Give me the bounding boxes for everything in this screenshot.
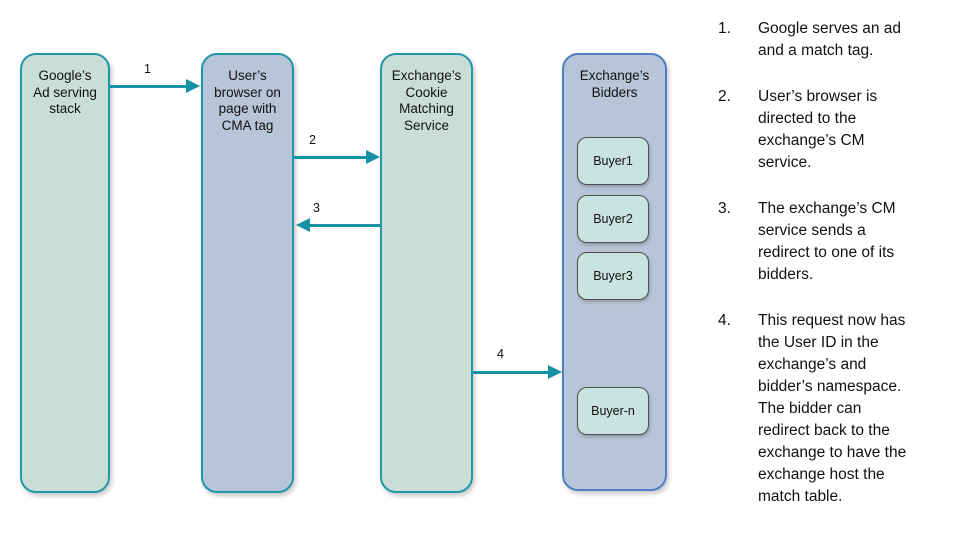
list-item: 4. This request now has the User ID in t…	[718, 310, 956, 508]
node-label: Exchange’s Cookie Matching Service	[391, 68, 462, 133]
step-number: 2.	[718, 88, 731, 105]
arrow-step-3	[296, 218, 380, 232]
buyer-node-n: Buyer-n	[577, 387, 649, 435]
arrow-label-1: 1	[144, 62, 151, 76]
arrow-step-1	[110, 79, 200, 93]
step-text: This request now has the User ID in the …	[758, 312, 907, 505]
step-number: 3.	[718, 200, 731, 217]
steps-list: 1. Google serves an ad and a match tag. …	[718, 18, 956, 532]
buyer-node-3: Buyer3	[577, 252, 649, 300]
buyer-node-1: Buyer1	[577, 137, 649, 185]
arrow-step-2	[294, 150, 380, 164]
step-number: 1.	[718, 20, 731, 37]
list-item: 1. Google serves an ad and a match tag.	[718, 18, 956, 62]
list-item: 3. The exchange’s CM service sends a red…	[718, 198, 956, 286]
arrow-label-4: 4	[497, 347, 504, 361]
node-cookie-matching-service: Exchange’s Cookie Matching Service	[380, 53, 473, 493]
node-label: User’s browser on page with CMA tag	[214, 68, 281, 133]
step-number: 4.	[718, 312, 731, 329]
list-item: 2. User’s browser is directed to the exc…	[718, 86, 956, 174]
arrow-label-2: 2	[309, 133, 316, 147]
node-label: Exchange’s Bidders	[579, 68, 650, 100]
node-label: Google’s Ad serving stack	[33, 68, 97, 116]
arrow-label-3: 3	[313, 201, 320, 215]
arrow-step-4	[473, 365, 562, 379]
node-exchanges-bidders: Exchange’s Bidders Buyer1 Buyer2 Buyer3 …	[562, 53, 667, 491]
step-text: The exchange’s CM service sends a redire…	[758, 200, 896, 283]
node-users-browser: User’s browser on page with CMA tag	[201, 53, 294, 493]
node-google-ad-serving-stack: Google’s Ad serving stack	[20, 53, 110, 493]
buyer-node-2: Buyer2	[577, 195, 649, 243]
step-text: User’s browser is directed to the exchan…	[758, 88, 878, 171]
step-text: Google serves an ad and a match tag.	[758, 20, 902, 59]
